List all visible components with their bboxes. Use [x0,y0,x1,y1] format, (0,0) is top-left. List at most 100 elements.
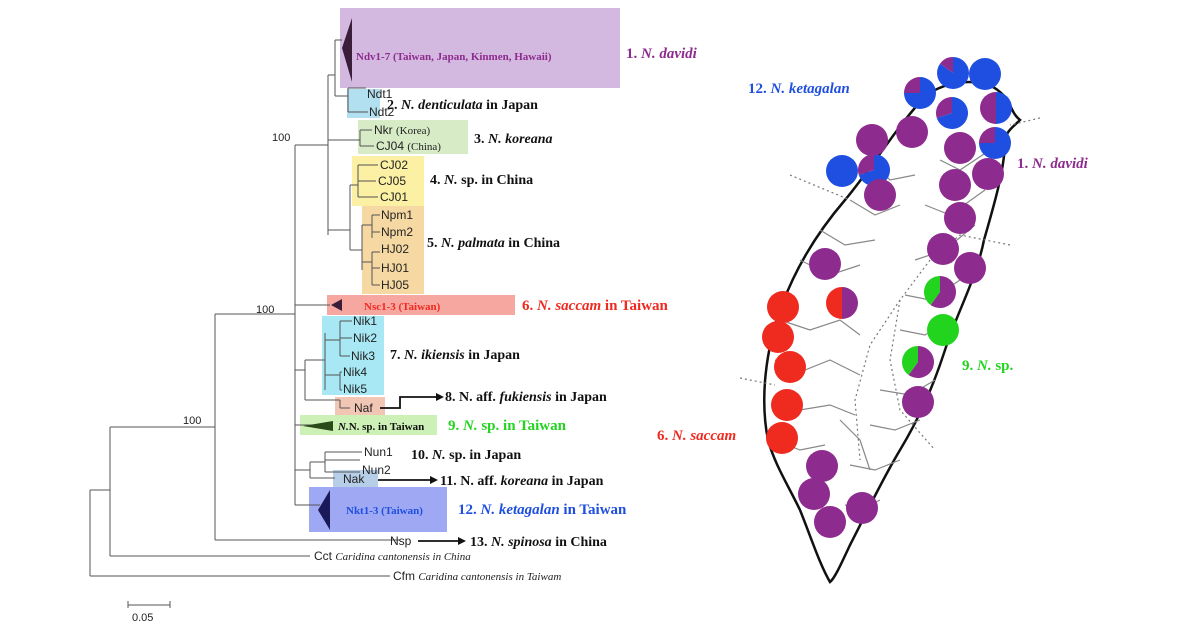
species-9-label: 9. N. sp. in Taiwan [448,418,567,434]
pie-slice [774,351,806,383]
pie-slice [767,291,799,323]
species-3-label: 3. N. koreana [474,132,553,147]
pie-slice [809,248,841,280]
site-pie [806,450,838,482]
tip-nkr: Nkr (Korea) [374,123,431,137]
triangle-saccam [331,299,342,311]
site-pie [972,158,1004,190]
clade-box-naf [335,397,385,416]
species-4-label: 4. N. sp. in China [430,173,533,188]
scale-bar-label: 0.05 [132,612,153,624]
pie-slice [762,321,794,353]
pie-slice [969,58,1001,90]
clade-box-ikiensis [322,316,384,395]
clade-box-nak [333,470,378,487]
clade-box-koreana [358,120,468,154]
tip-nik4: Nik4 [343,365,367,379]
site-pie [969,58,1001,90]
site-pie [766,422,798,454]
scale-bar [127,601,171,608]
species-7-label: 7. N. ikiensis in Japan [390,348,520,363]
arrows [378,393,466,545]
species-13-label: 13. N. spinosa in China [470,535,607,550]
pie-slice [936,97,968,129]
site-pie [771,389,803,421]
tip-npm2: Npm2 [381,225,413,239]
sampling-sites [762,57,1012,538]
site-pie [809,248,841,280]
pie-slice [954,252,986,284]
pie-slice [972,158,1004,190]
site-pie [979,127,1011,159]
site-pie [944,132,976,164]
clade-label-nsc: Nsc1-3 (Taiwan) [364,301,441,313]
pie-slice [936,97,952,118]
tip-nik5: Nik5 [343,382,367,396]
clade-label-nsp-taiwan: N.N. sp. in Taiwan [337,421,424,433]
collapsed-clades [303,18,352,530]
tip-cj04: CJ04 (China) [376,139,441,153]
pie-slice [798,478,830,510]
pie-slice [940,57,953,73]
map-label-saccam: 6. N. saccam [657,428,736,444]
pie-slice [980,92,996,124]
clade-box-saccam [327,295,515,315]
clade-box-ketagalan [309,487,447,532]
clade-label-ndv: Ndv1-7 (Taiwan, Japan, Kinmen, Hawaii) [356,51,552,63]
tip-nik3: Nik3 [351,349,375,363]
tree-branches [89,39,400,577]
site-pie [902,386,934,418]
taiwan-map [739,57,1041,584]
pie-slice [944,132,976,164]
tip-ndt2: Ndt2 [369,105,395,119]
tip-cj02: CJ02 [380,158,408,172]
pie-slice [927,314,959,346]
pie-slice [924,276,940,305]
tip-nun2: Nun2 [362,463,391,477]
tip-labels: Ndv1-7 (Taiwan, Japan, Kinmen, Hawaii) N… [314,51,561,583]
triangle-ketagalan [318,490,330,530]
bootstrap-3: 100 [183,415,201,427]
site-pie [762,321,794,353]
pie-slice [846,492,878,524]
clade-highlights [300,8,620,532]
site-pie [858,154,890,186]
site-pie [864,179,896,211]
pie-slice [927,233,959,265]
clade-label-nkt: Nkt1-3 (Taiwan) [346,505,423,517]
site-pie [927,314,959,346]
site-pie [902,346,934,379]
map-labels: 12. N. ketagalan 1. N. davidi 9. N. sp. … [657,81,1089,444]
species-12-label: 12. N. ketagalan in Taiwan [458,502,627,518]
site-pie [939,169,971,201]
tip-nik2: Nik2 [353,331,377,345]
tip-hj02: HJ02 [381,242,409,256]
tip-cct: Cct Caridina cantonensis in China [314,549,471,563]
map-label-davidi: 1. N. davidi [1017,156,1089,172]
tip-nak: Nak [343,472,365,486]
site-pie [944,202,976,234]
bootstrap-2: 100 [256,304,274,316]
pie-slice [939,169,971,201]
tip-hj05: HJ05 [381,278,409,292]
map-label-ketagalan: 12. N. ketagalan [748,81,850,97]
pie-slice [826,155,858,187]
site-pie [924,276,956,308]
pie-slice [902,386,934,418]
site-pie [826,287,858,319]
tip-nsp: Nsp [390,534,412,548]
boundary-lines [739,117,1041,461]
species-11-label: 11. N. aff. koreana in Japan [440,474,604,489]
pie-slice [766,422,798,454]
map-label-sp: 9. N. sp. [962,358,1014,374]
tip-hj01: HJ01 [381,261,409,275]
clade-box-davidi [340,8,620,88]
pie-slice [908,346,934,379]
site-pie [936,97,968,129]
pie-slice [896,116,928,148]
pie-slice [902,346,918,375]
pie-slice [842,287,858,319]
taiwan-outline [763,80,1022,584]
pie-slice [864,179,896,211]
clade-box-denticulata [347,89,380,118]
